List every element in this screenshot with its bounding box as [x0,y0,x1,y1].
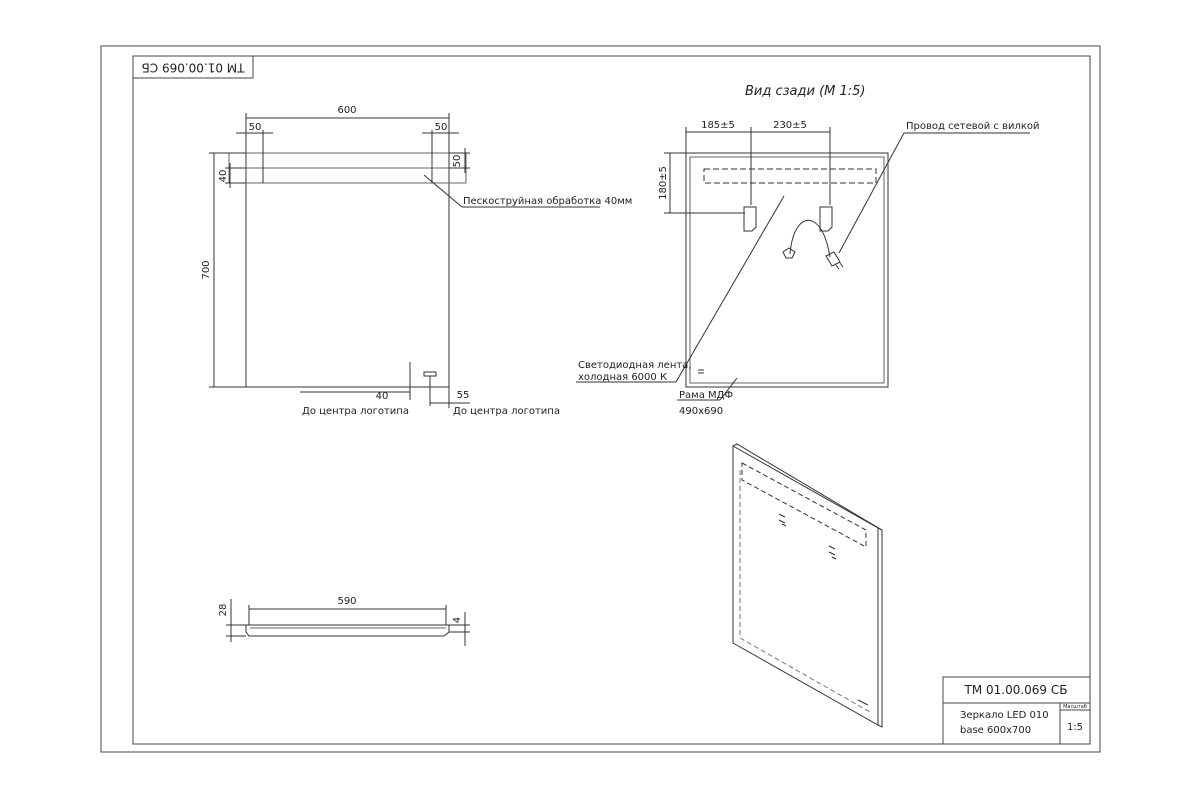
led-strip [703,168,877,184]
frame-label: Рама МДФ [679,390,733,401]
back-outer-outline [685,152,889,388]
back-view [576,127,1030,401]
led-label-1: Светодиодная лента, [578,360,692,371]
dim-180: 180±5 [658,166,669,200]
dim-50-right: 50 [435,122,448,133]
title-block [942,676,1091,745]
dim-logo-55: 55 [457,390,470,401]
dim-4: 4 [452,617,463,623]
logo-note-right: До центра логотипа [453,406,560,417]
power-cable [789,219,831,258]
plug [825,251,844,270]
back-frame-outline [689,156,885,384]
dim-28: 28 [218,604,229,617]
iso-mirror-outline [732,445,879,726]
hanger-left [743,206,757,232]
cable-label: Провод сетевой с вилкой [906,121,1040,132]
dim-logo-40: 40 [376,391,389,402]
side-profile [245,624,450,637]
back-view-title: Вид сзади (М 1:5) [745,84,866,99]
front-view [209,113,600,408]
isometric-view [732,443,883,728]
mirrored-doc-code: TM 01.00.069 СБ [142,61,246,75]
cable-clip [782,247,796,259]
dim-590: 590 [337,596,356,607]
inner-frame [132,55,1091,745]
led-label-2: холодная 6000 К [578,372,667,383]
mirrored-code-box [132,55,254,79]
dim-50-vertical: 50 [452,155,463,168]
stamp-name-1: Зеркало LED 010 [960,710,1049,721]
dim-230: 230±5 [773,120,807,131]
stamp-scale-caption: Масштаб [1063,704,1087,710]
logo-note-left: До центра логотипа [302,406,409,417]
sandblast-label: Пескоструйная обработка 40мм [463,196,632,207]
front-mirror-outline [245,152,450,388]
stamp-doc-code: TM 01.00.069 СБ [964,683,1068,697]
hanger-right [819,206,833,232]
stamp-name-2: base 600x700 [960,725,1031,736]
dim-50-left: 50 [249,122,262,133]
side-view [226,599,470,646]
iso-led-strip [741,462,867,548]
dim-40-vertical: 40 [218,170,229,183]
dim-700: 700 [201,260,212,279]
outer-frame [100,45,1101,753]
frame-size: 490x690 [679,406,723,417]
dim-185: 185±5 [701,120,735,131]
dim-600: 600 [337,105,356,116]
stamp-scale-value: 1:5 [1067,722,1083,733]
